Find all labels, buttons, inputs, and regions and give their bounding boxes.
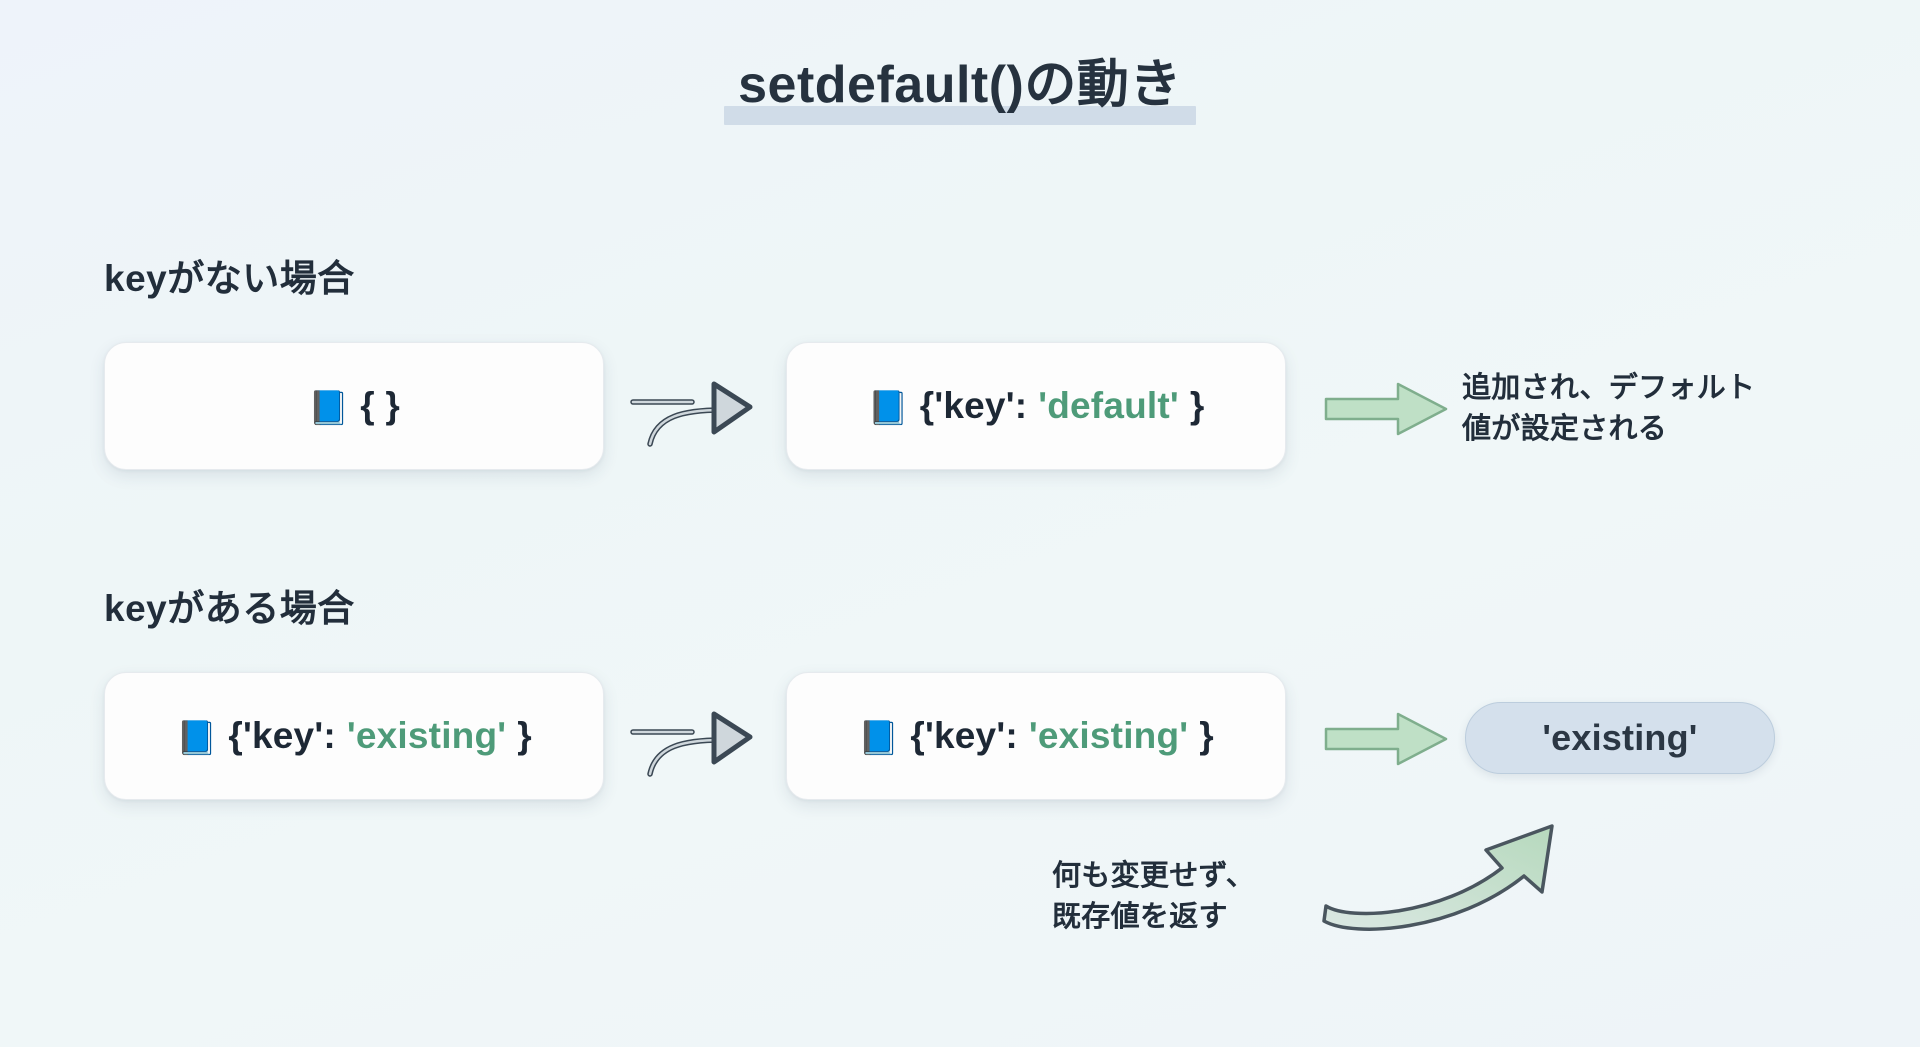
blue-book-icon: 📘	[858, 718, 900, 756]
right-arrow-icon	[1324, 382, 1448, 436]
card-empty-dict: 📘 { }	[104, 342, 604, 470]
card-empty-dict-content: 📘 { }	[308, 385, 400, 427]
section-heading-key-missing: keyがない場合	[104, 258, 355, 299]
blue-book-icon: 📘	[308, 388, 350, 426]
curved-right-arrow-icon	[630, 381, 753, 447]
card-dict-with-default-content: 📘 {'key': 'default' }	[867, 385, 1204, 427]
dict-value-existing: 'existing'	[346, 715, 507, 756]
annotation-default-added-line2: 値が設定される	[1462, 413, 1668, 446]
dict-suffix: }	[1189, 385, 1205, 426]
annotation-returns-existing: 何も変更せず、 既存値を返す	[1052, 856, 1255, 938]
dict-value-default: 'default'	[1038, 385, 1179, 426]
dict-prefix: {'key':	[919, 385, 1028, 426]
card-dict-with-default: 📘 {'key': 'default' }	[786, 342, 1286, 470]
right-arrow-icon	[1324, 712, 1448, 766]
annotation-returns-existing-line1: 何も変更せず、	[1052, 860, 1256, 892]
dict-suffix: }	[517, 715, 532, 756]
curved-right-arrow-icon	[630, 711, 753, 777]
annotation-returns-existing-line2: 既存値を返す	[1052, 901, 1228, 934]
card-dict-existing-before: 📘 {'key': 'existing'}	[104, 672, 604, 800]
blue-book-icon: 📘	[176, 718, 218, 756]
title-container: setdefault()の動き	[0, 56, 1920, 125]
result-pill-text: 'existing'	[1542, 717, 1698, 758]
section-heading-key-present: keyがある場合	[104, 588, 355, 629]
dict-prefix: {'key':	[910, 715, 1018, 756]
annotation-default-added: 追加され、デフォルト 値が設定される	[1462, 368, 1755, 450]
annotation-default-added-line1: 追加され、デフォルト	[1462, 372, 1756, 404]
result-pill-existing: 'existing'	[1465, 702, 1775, 774]
dict-value-existing: 'existing'	[1028, 715, 1189, 756]
title-highlight-bar	[724, 105, 1196, 125]
dict-prefix: {'key':	[228, 715, 336, 756]
empty-dict-literal: { }	[360, 385, 400, 426]
curved-up-arrow-icon	[1322, 824, 1554, 931]
card-dict-existing-before-content: 📘 {'key': 'existing'}	[176, 715, 532, 757]
card-dict-existing-after: 📘 {'key': 'existing'}	[786, 672, 1286, 800]
card-dict-existing-after-content: 📘 {'key': 'existing'}	[858, 715, 1214, 757]
page-title-text: setdefault()の動き	[738, 56, 1182, 114]
page-title: setdefault()の動き	[724, 56, 1196, 125]
blue-book-icon: 📘	[867, 388, 909, 426]
dict-suffix: }	[1199, 715, 1214, 756]
